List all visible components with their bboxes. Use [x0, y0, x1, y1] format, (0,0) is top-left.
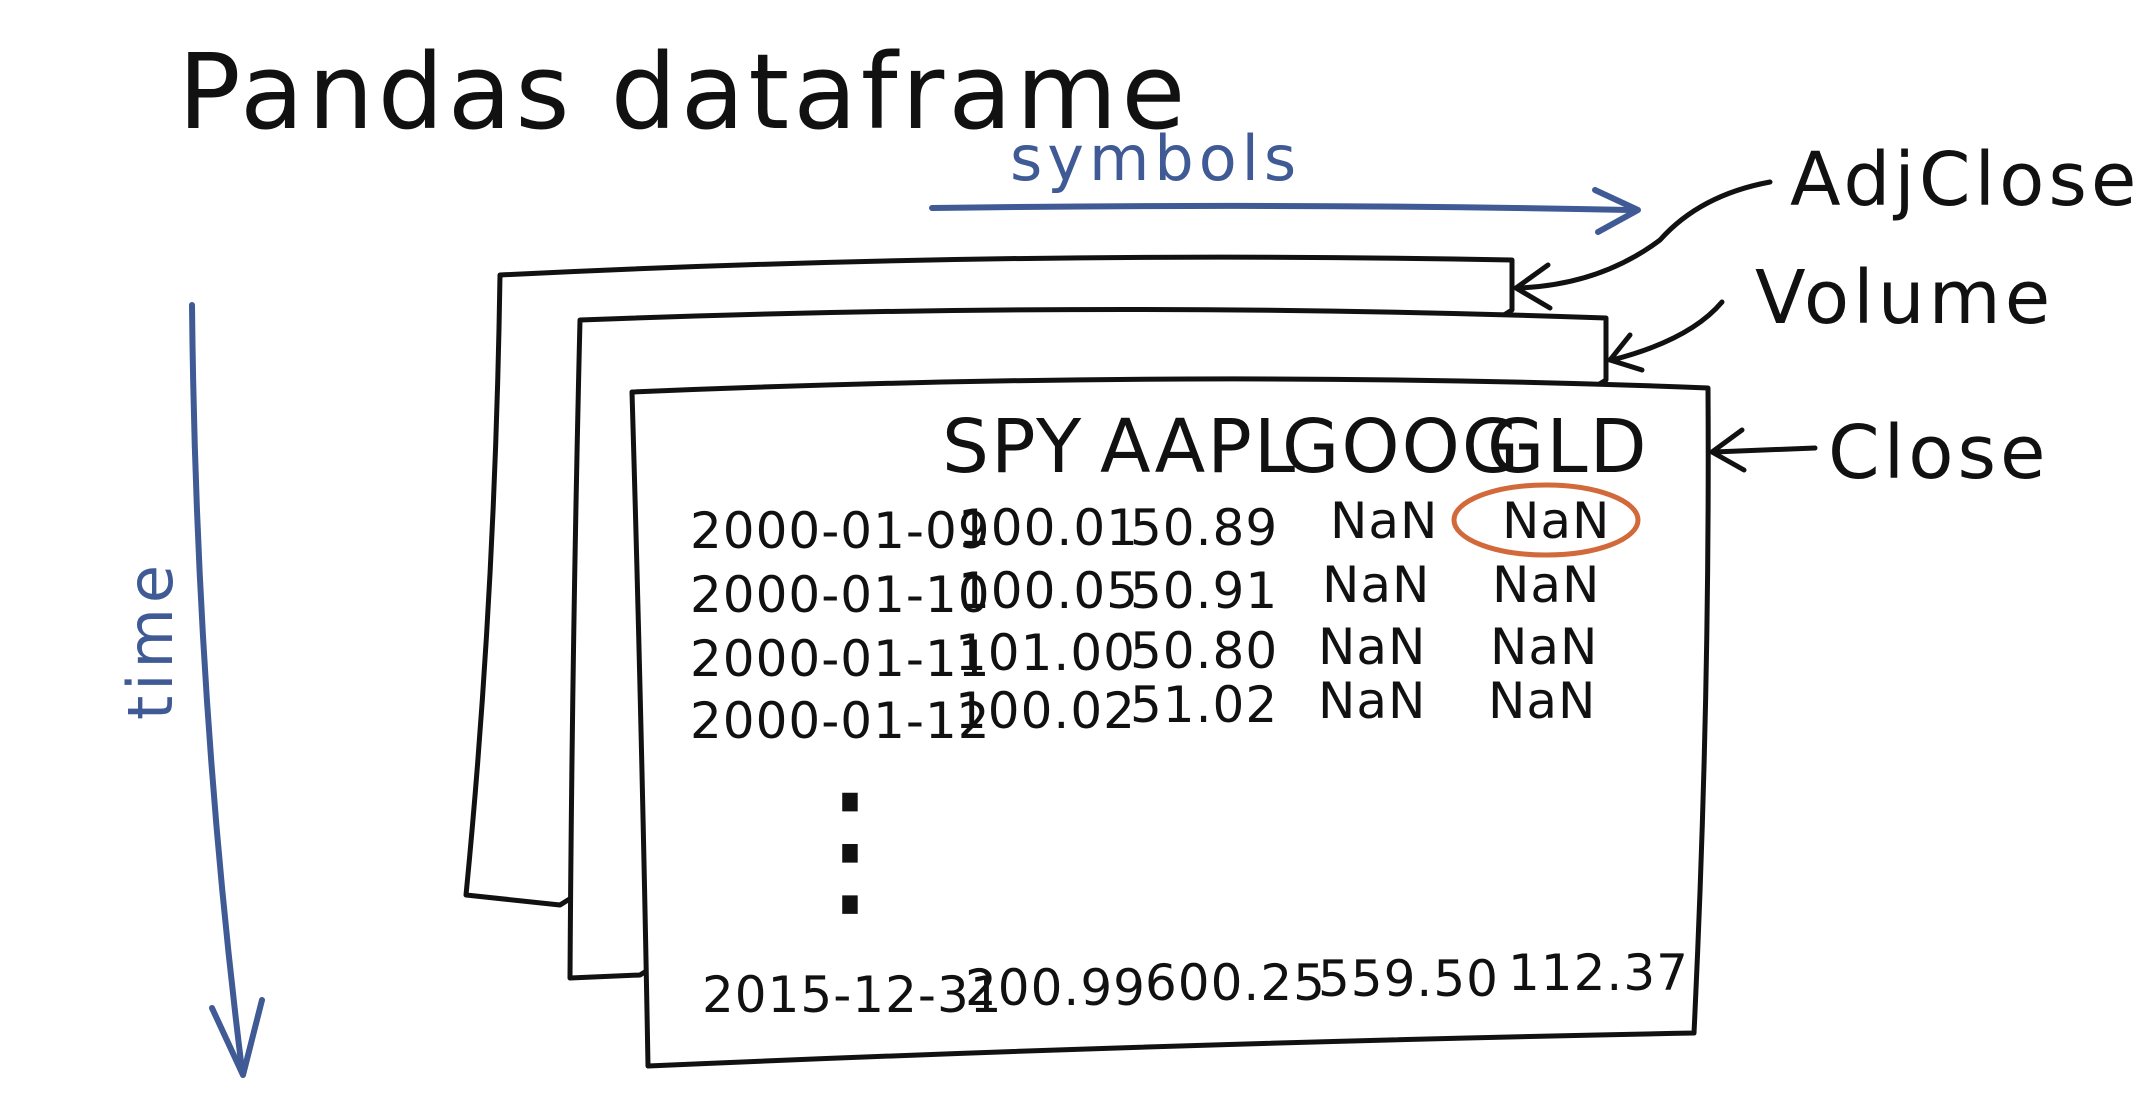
- symbols-axis-arrowhead: [1592, 187, 1641, 235]
- adjclose-pointer: [1515, 179, 1773, 291]
- cell-goog: 559.50: [1318, 950, 1499, 1008]
- column-header-gld: GLD: [1487, 404, 1649, 490]
- column-header-spy: SPY: [942, 404, 1083, 490]
- close-callout: Close: [1709, 410, 2050, 496]
- adjclose-pointer-head: [1513, 262, 1553, 311]
- cell-gld: NaN: [1490, 618, 1598, 676]
- column-header-goog: GOOG: [1282, 404, 1521, 490]
- close-pointer-head: [1709, 427, 1747, 473]
- cell-goog: NaN: [1330, 492, 1438, 550]
- cell-goog: NaN: [1318, 672, 1426, 730]
- row-date: 2000-01-12: [690, 692, 991, 750]
- table-row: 2000-01-10 100.05 50.91 NaN NaN: [690, 556, 1600, 624]
- volume-label: Volume: [1755, 255, 2054, 341]
- close-frame: [629, 376, 1711, 1069]
- volume-pointer-head: [1607, 332, 1645, 373]
- row-date: 2000-01-10: [690, 566, 991, 624]
- adjclose-callout: AdjClose: [1513, 137, 2140, 311]
- cell-spy: 100.05: [958, 562, 1139, 620]
- cell-gld: NaN: [1488, 672, 1596, 730]
- cell-goog: NaN: [1322, 556, 1430, 614]
- close-label: Close: [1828, 410, 2050, 496]
- cell-spy: 200.99: [965, 959, 1146, 1017]
- table-row: 2000-01-12 100.02 51.02 NaN NaN: [690, 672, 1596, 750]
- symbols-axis-arrow: [929, 202, 1633, 213]
- cell-gld: NaN: [1502, 492, 1610, 550]
- volume-pointer: [1609, 299, 1725, 363]
- row-date: 2000-01-11: [690, 630, 991, 688]
- cell-aapl: 50.80: [1130, 622, 1278, 680]
- time-axis-label: time: [114, 560, 187, 720]
- rows-ellipsis: ⋮: [775, 762, 925, 936]
- time-axis: time: [114, 302, 265, 1078]
- cell-goog: NaN: [1318, 618, 1426, 676]
- diagram-title: Pandas dataframe: [178, 31, 1189, 153]
- cell-aapl: 50.91: [1130, 562, 1278, 620]
- time-axis-arrowhead: [209, 997, 265, 1078]
- time-axis-arrow: [189, 302, 245, 1073]
- table-row-last: 2015-12-31 200.99 600.25 559.50 112.37: [702, 944, 1689, 1024]
- column-headers: SPY AAPL GOOG GLD: [942, 404, 1649, 490]
- cell-spy: 100.01: [958, 499, 1139, 557]
- symbols-axis-label: symbols: [1010, 122, 1301, 195]
- cell-spy: 101.00: [955, 624, 1136, 682]
- volume-callout: Volume: [1607, 255, 2054, 373]
- row-date: 2000-01-09: [690, 502, 991, 560]
- adjclose-label: AdjClose: [1790, 137, 2140, 223]
- cell-gld: 112.37: [1508, 944, 1689, 1002]
- cell-gld: NaN: [1492, 556, 1600, 614]
- dataframe-table: SPY AAPL GOOG GLD 2000-01-09 100.01 50.8…: [690, 404, 1689, 1024]
- highlighted-nan-ring: [1451, 482, 1641, 558]
- cell-aapl: 600.25: [1145, 954, 1326, 1012]
- column-header-aapl: AAPL: [1100, 404, 1297, 490]
- close-pointer: [1711, 445, 1818, 455]
- table-row: 2000-01-11 101.00 50.80 NaN NaN: [690, 618, 1598, 688]
- cell-spy: 100.02: [955, 682, 1136, 740]
- cell-aapl: 50.89: [1130, 499, 1278, 557]
- table-row: 2000-01-09 100.01 50.89 NaN NaN: [690, 492, 1610, 560]
- row-date: 2015-12-31: [702, 966, 1003, 1024]
- symbols-axis: symbols: [929, 122, 1641, 235]
- cell-aapl: 51.02: [1130, 676, 1278, 734]
